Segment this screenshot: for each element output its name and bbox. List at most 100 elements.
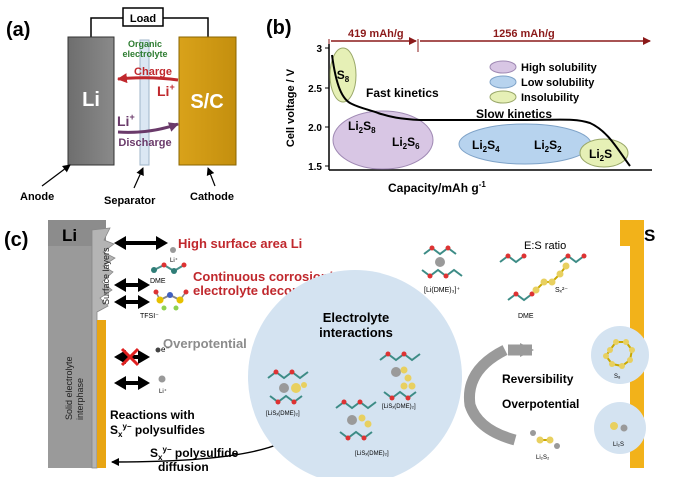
surface-arrow-head-right: [156, 236, 168, 250]
reversibility-label: Reversibility: [502, 372, 574, 386]
li-ion-bottom: Li+: [117, 112, 135, 129]
anode-pointer: [41, 164, 71, 187]
corrosion-arrow-head-left: [114, 278, 126, 292]
electrolyte-label: electrolyte: [122, 49, 167, 59]
li2s-label-b: Li2S: [589, 147, 612, 163]
dme-molecules-right: [499, 253, 587, 302]
cathode-label: Cathode: [190, 191, 234, 203]
li2s-sulfur-atom: [610, 422, 618, 430]
panel-a: (a) Load Li S/C Organic electrolyte Char…: [6, 7, 237, 207]
electrolyte-bubble: [248, 270, 462, 477]
separator: [139, 39, 150, 166]
s8-ellipse: [329, 47, 357, 103]
load-box: [122, 7, 164, 27]
reactions-label-line2: Sxy− polysulfides: [110, 422, 205, 439]
overpotential-left-label: Overpotential: [163, 336, 247, 351]
li-dme-complex: [421, 245, 463, 279]
blocked-x-icon: [120, 347, 140, 367]
li2s2-molecule: [530, 430, 560, 449]
panel-b-label: (b): [266, 17, 292, 39]
li-ion-label-1: Li⁺: [170, 257, 178, 264]
lisx-left-label: [LiSₓ(DME)₂]: [266, 411, 300, 417]
surface-layers-label: Surface layers: [101, 247, 111, 305]
legend-insol-swatch: [489, 90, 517, 104]
cathode-electrode: [178, 36, 237, 166]
lisx-complex-mid: [379, 351, 421, 401]
li2s2-label: Li2S2: [534, 138, 562, 154]
ytick-label-25: 2.5: [308, 84, 322, 95]
tfsi-molecule: [153, 289, 189, 311]
lisx-complex-left: [267, 369, 309, 405]
charge-arrow: [117, 73, 179, 84]
sei-label-line2: interphase: [75, 378, 85, 420]
panel-a-label: (a): [6, 19, 30, 41]
electron-dot: [155, 347, 161, 353]
li2s-li-atom: [620, 424, 628, 432]
external-circuit: [90, 17, 209, 37]
electrolyte-interactions-line1: Electrolyte: [323, 310, 389, 325]
electron-arrow-head-left: [114, 350, 126, 364]
discharge-label: Discharge: [118, 137, 171, 149]
dme-left-label: DME: [150, 278, 166, 285]
ytick-label-20: 2.0: [308, 123, 322, 134]
overpotential-right-label: Overpotential: [502, 397, 579, 411]
es-ratio-label: E:S ratio: [524, 240, 566, 252]
li-ion-arrow-head-right: [138, 376, 150, 390]
high-surface-label: High surface area Li: [178, 236, 302, 251]
electron-label: e⁻: [161, 345, 170, 354]
discharge-arrow: [117, 122, 179, 134]
legend-low-swatch: [489, 75, 517, 89]
electrolyte-interactions-line2: interactions: [319, 325, 393, 340]
sulfur-deposit-layer: [97, 320, 106, 468]
cathode-pointer: [206, 167, 216, 187]
organic-label: Organic: [128, 39, 162, 49]
diffusion-label-line1: Sxy− polysulfide: [150, 445, 239, 462]
slow-kinetics-label: Slow kinetics: [476, 107, 552, 121]
li-dme-label: [Li(DME)₃]⁺: [424, 287, 460, 294]
ytick-label-3: 3: [316, 44, 322, 55]
li-ion-top: Li+: [157, 82, 175, 99]
legend-low-label: Low solubility: [521, 77, 595, 89]
s-header-bg: [644, 220, 688, 246]
ytick-label-15: 1.5: [308, 162, 322, 173]
lisx-complex-bottom: [335, 399, 377, 441]
li-ion-label-2: Li⁺: [159, 388, 167, 395]
anode-label: Anode: [20, 191, 54, 203]
reversibility-curve: [463, 345, 517, 446]
s8-bubble: [591, 326, 649, 384]
li-ion-dot-1: [170, 247, 176, 253]
li-metal-electrode: [48, 246, 92, 468]
dme-molecule-left: [151, 262, 187, 274]
li2s2-label-c: Li₂S₂: [536, 455, 550, 461]
sei-label-line1: Solid electrolyte: [64, 356, 74, 420]
s8-label-c: S₈: [614, 374, 621, 380]
s8-ring: [603, 339, 635, 369]
tfsi-label: TFSI⁻: [140, 313, 159, 320]
panel-c: (c) Li Surface layers Solid electrolyte …: [4, 220, 688, 477]
reactions-label-line1: Reactions with: [110, 408, 195, 422]
diffusion-label-line2: diffusion: [158, 460, 209, 474]
li2s-label-c: Li₂S: [613, 442, 624, 448]
load-label: Load: [130, 13, 156, 25]
separator-label: Separator: [104, 195, 156, 207]
dme-right-label: DME: [518, 313, 534, 320]
panel-c-label: (c): [4, 229, 28, 251]
s-title: S: [644, 226, 655, 245]
li2s4-label: Li2S4: [472, 138, 500, 154]
legend-high-label: High solubility: [521, 62, 598, 74]
separator-pointer: [133, 167, 144, 189]
sx-chain: [532, 262, 570, 294]
charge-label: Charge: [134, 66, 172, 78]
capacity-right-label: 1256 mAh/g: [493, 28, 555, 40]
li2s6-label: Li2S6: [392, 135, 420, 151]
anode-electrode: [67, 36, 115, 166]
legend-insol-label: Insolubility: [521, 92, 580, 104]
surface-arrow-head-left: [114, 236, 126, 250]
fast-kinetics-label: Fast kinetics: [366, 86, 439, 100]
capacity-left-label: 419 mAh/g: [348, 28, 404, 40]
li2s8-label: Li2S8: [348, 119, 376, 135]
sx2-label: Sₓ²⁻: [555, 287, 568, 294]
cathode-electrode-label: S/C: [190, 91, 223, 113]
